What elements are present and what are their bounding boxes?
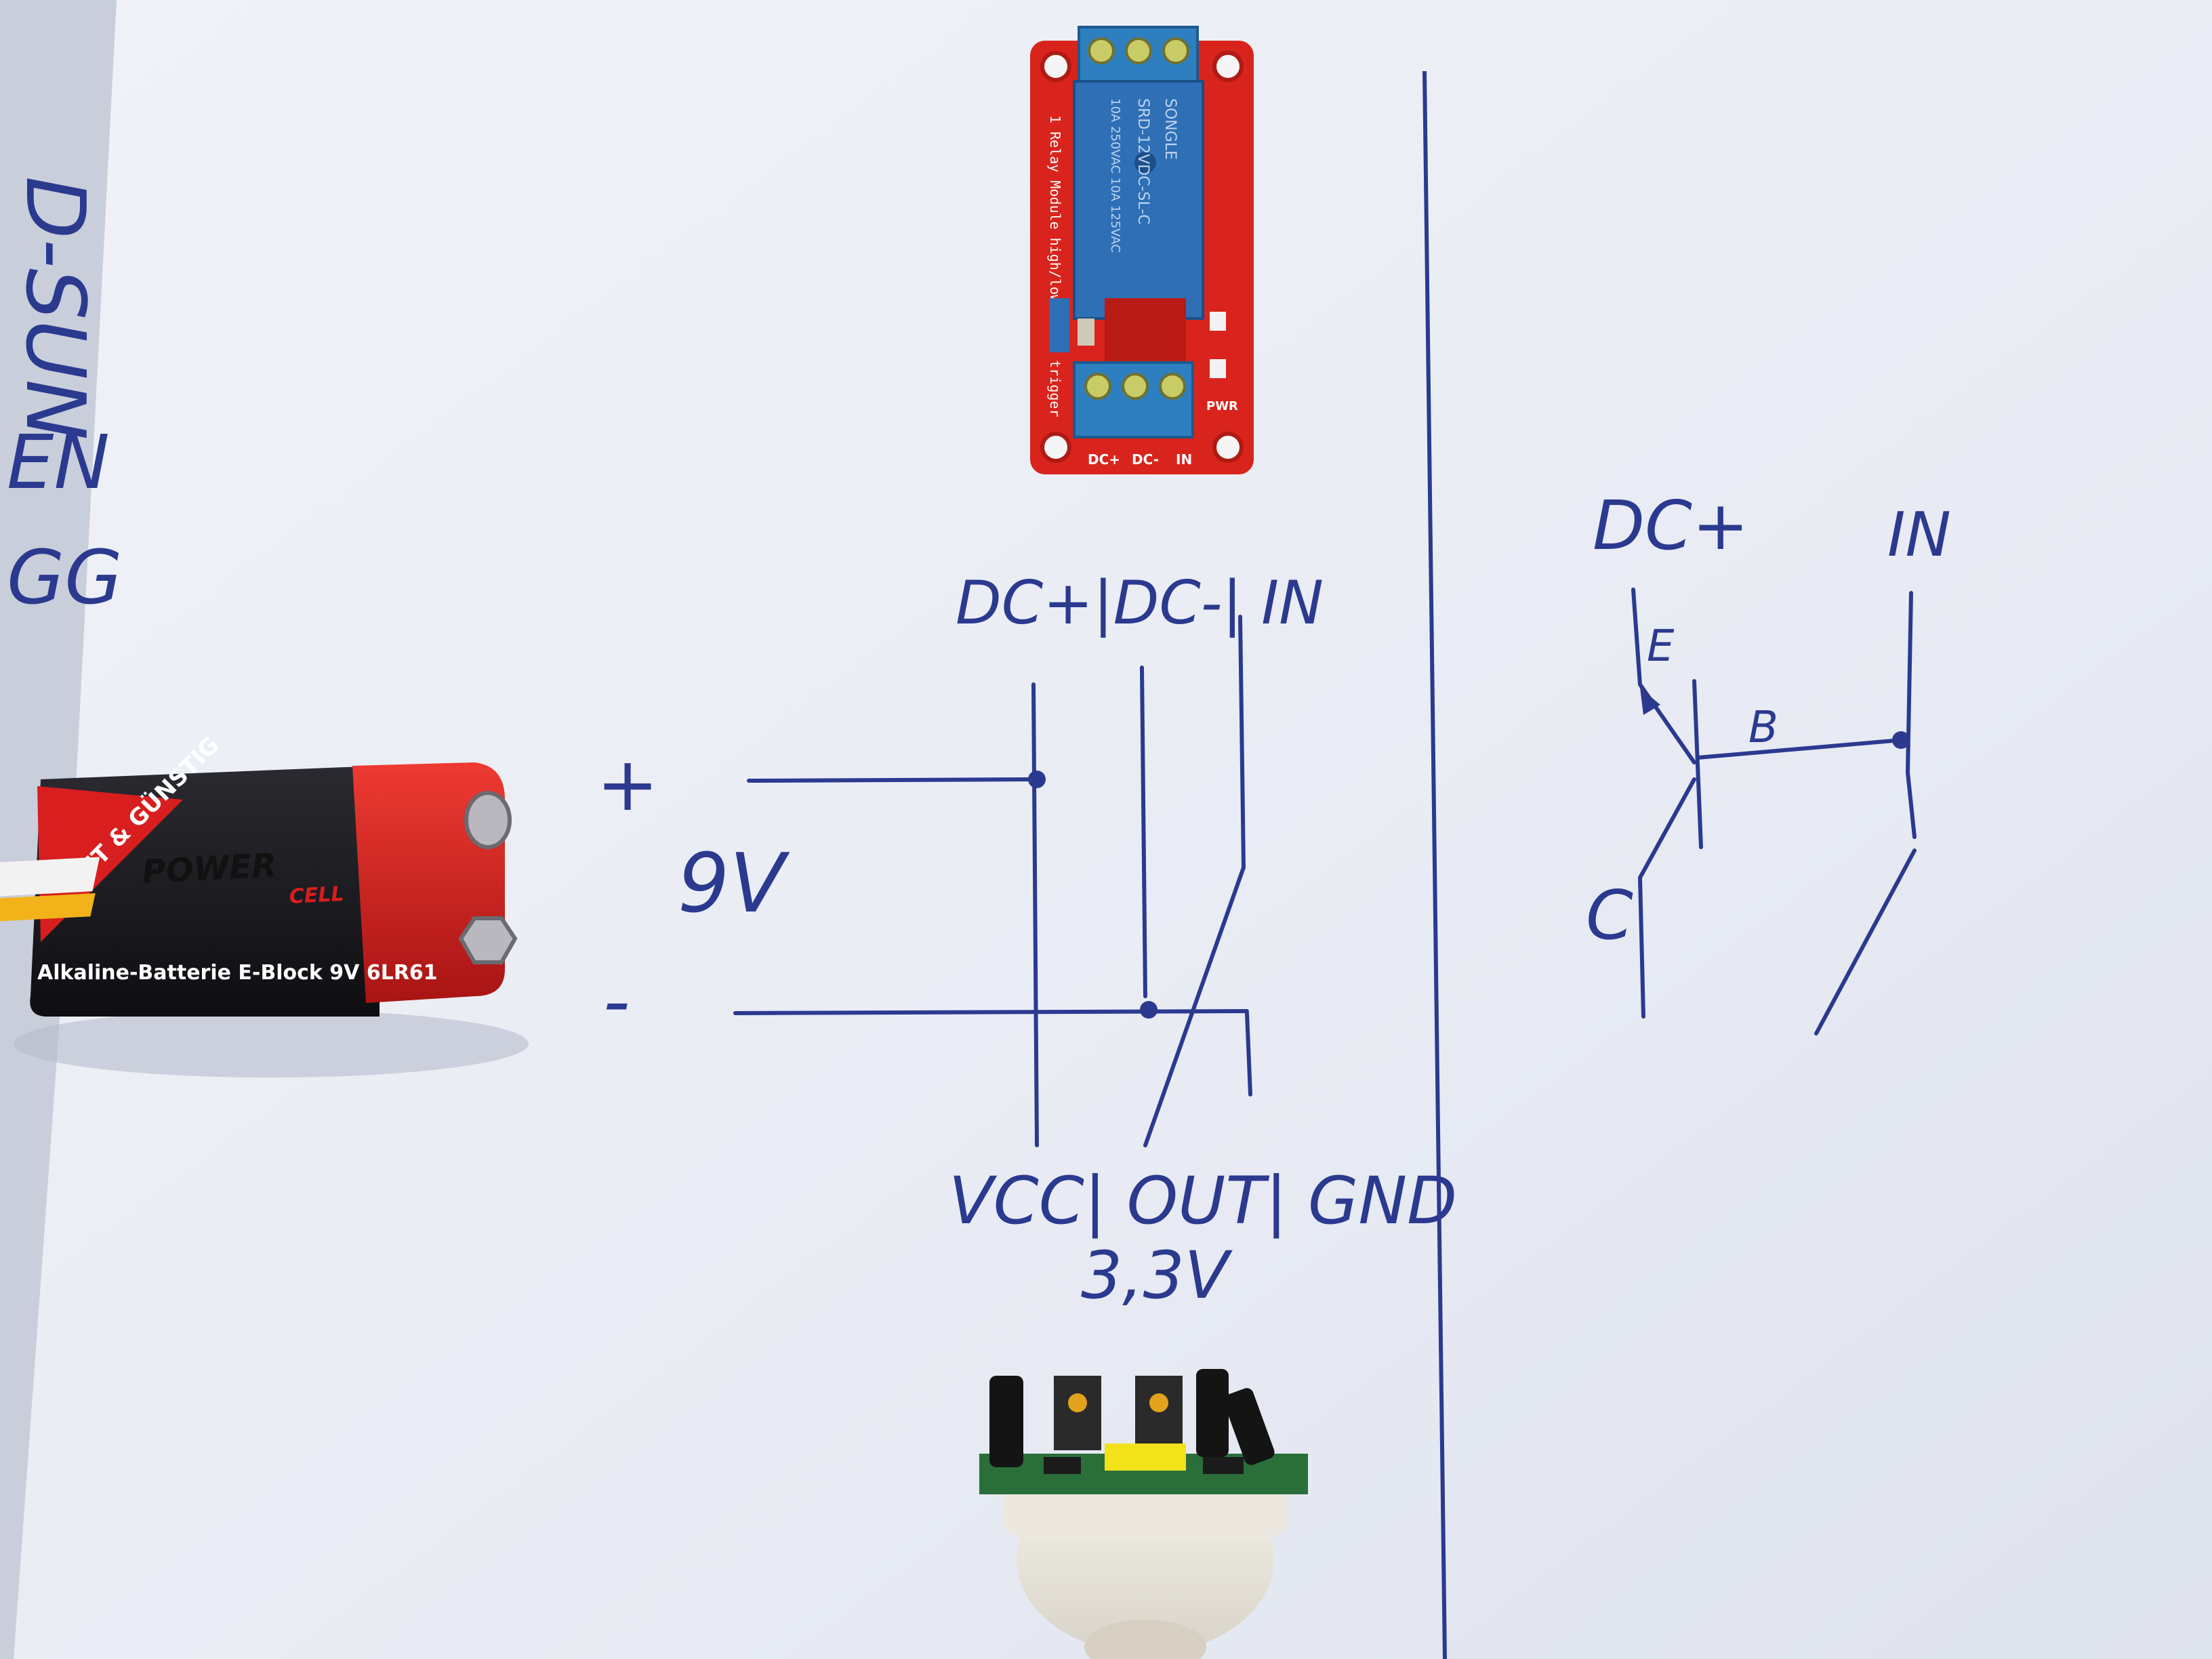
wire-dcminus <box>1140 665 1147 998</box>
junction-minus <box>1140 1001 1158 1019</box>
relay-body <box>1073 80 1204 320</box>
transistor-base-bar <box>1692 679 1703 849</box>
transistor-emitter-label: E <box>1647 621 1675 672</box>
battery-caption: Alkaline-Batterie E-Block 9V 6LR61 <box>37 961 438 985</box>
schematic-sensor-header: VCC| OUT| GND <box>949 1163 1457 1240</box>
transistor-base-lead <box>1696 738 1903 760</box>
schematic-relay-header: DC+|DC-| IN <box>956 568 1324 638</box>
left-note-line2: EN <box>7 419 110 506</box>
pir-jumper <box>1105 1443 1186 1471</box>
schematic-voltage: 9V <box>678 837 790 931</box>
relay-module-icon: SONGLE SRD-12VDC-SL-C 10A 250VAC 10A 125… <box>1030 26 1254 474</box>
schematic-plus: + <box>596 741 659 827</box>
paper-sheet <box>14 0 2212 1659</box>
pir-capacitor-2 <box>1196 1369 1229 1457</box>
transistor-base-label: B <box>1748 703 1778 753</box>
transistor-collector-label: C <box>1586 876 1633 955</box>
transistor-emitter-lead <box>1631 588 1696 764</box>
relay-pwr-label: PWR <box>1206 399 1238 413</box>
left-note-line3: GG <box>7 534 122 621</box>
schematic-sensor-voltage: 3,3V <box>1081 1237 1233 1313</box>
transistor-sketch: DC+ IN E B C <box>1586 486 1951 1036</box>
relay-text-3: 10A 250VAC 10A 125VAC <box>1108 98 1122 253</box>
pir-dome-base <box>1003 1484 1288 1538</box>
pir-sensor-icon <box>979 1369 1308 1659</box>
battery-9v-icon: GUT & GÜNSTIG POWER CELL Alkaline-Batter… <box>0 731 529 1078</box>
left-notes: D-SUN EN GG <box>7 176 122 621</box>
transistor-emitter-arrow <box>1640 688 1660 715</box>
relay-board-text: 1 Relay Module high/low level trigger <box>1047 115 1063 417</box>
wire-in-out <box>1143 615 1246 1147</box>
relay-pin-dcplus: DC+ <box>1088 451 1120 468</box>
schematic: DC+|DC-| IN + - 9V VCC| OUT| GND 3,3V <box>596 568 1457 1313</box>
transistor-collector-lead <box>1637 777 1696 1019</box>
wire-dcplus-vcc <box>1031 682 1039 1147</box>
relay-text-1: SONGLE <box>1162 98 1179 160</box>
relay-pin-in: IN <box>1176 451 1192 468</box>
battery-brand-plate <box>0 857 100 901</box>
pir-pot-2 <box>1135 1376 1183 1450</box>
relay-pin-dcminus: DC- <box>1132 451 1159 468</box>
transistor-in: IN <box>1887 499 1951 571</box>
pir-capacitor-3 <box>1223 1388 1275 1465</box>
transistor-base-junction <box>1892 731 1910 749</box>
pir-capacitor-1 <box>989 1376 1023 1467</box>
relay-text-2: SRD-12VDC-SL-C <box>1134 98 1151 225</box>
left-note-line1: D-SUN <box>7 176 102 440</box>
junction-plus <box>1028 771 1046 788</box>
battery-terminal-minus <box>458 916 518 964</box>
rail-plus <box>747 777 1039 783</box>
schematic-minus: - <box>603 958 630 1044</box>
transistor-in-diagonal <box>1814 848 1917 1036</box>
battery-brand-1: POWER <box>141 846 277 891</box>
battery-terminal-plus <box>464 791 512 849</box>
battery-brand-2: CELL <box>289 882 344 909</box>
wire-gnd <box>1245 1011 1252 1097</box>
pir-pot-1 <box>1054 1376 1101 1450</box>
divider-line <box>1422 70 1447 1659</box>
transistor-dcplus: DC+ <box>1593 486 1749 565</box>
rail-minus <box>733 1009 1249 1015</box>
transistor-in-wire <box>1905 591 1917 839</box>
